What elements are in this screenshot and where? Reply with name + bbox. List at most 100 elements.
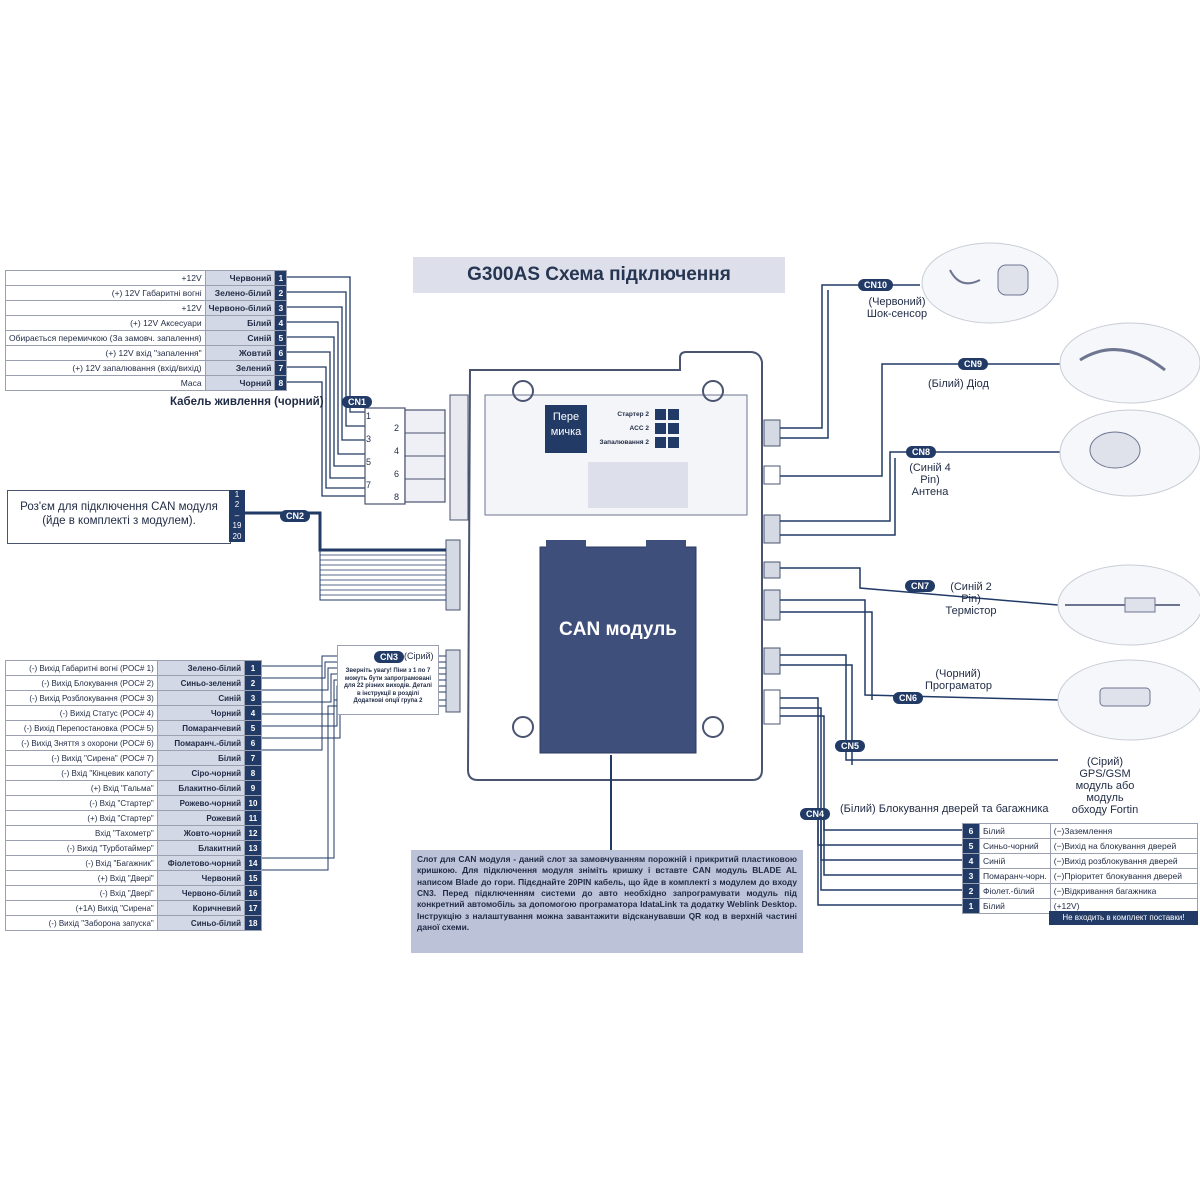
cn3-wire-color: Блакитний <box>156 840 246 856</box>
power-pin-number: 1 <box>274 270 288 286</box>
cn10-label: (Червоний)Шок-сенсор <box>866 296 928 320</box>
cn3-wire-function: (+) Вхід "Стартер" <box>5 810 158 826</box>
cn3-wire-color: Рожево-чорний <box>156 795 246 811</box>
power-wire-color: Зелений <box>204 360 276 376</box>
cn1-port <box>449 394 469 521</box>
power-pin-number: 2 <box>274 285 288 301</box>
cn4-wire-function: (−)Вихід розблокування дверей <box>1049 853 1199 869</box>
power-wire-color: Білий <box>204 315 276 331</box>
cn3-warning-box: CN3 (Сірий) Зверніть увагу! Піни з 1 по … <box>337 645 439 715</box>
cn6-port <box>763 589 781 621</box>
cn4-wire-function: (−)Пріоритет блокування дверей <box>1049 868 1199 884</box>
cn3-wire-function: (-) Вхід "Двері" <box>5 885 158 901</box>
cn4-wire-color: Фіолет.-білий <box>979 883 1051 899</box>
power-cable-caption: Кабель живлення (чорний) <box>170 396 324 408</box>
jumper-row-label: Стартер 2 <box>617 410 649 418</box>
can-module-slot <box>539 546 697 754</box>
cn3-pin-number: 1 <box>244 660 262 676</box>
cn4-pin-number: 2 <box>962 883 980 899</box>
power-cable-row: Обирається перемичкою (За замовч. запале… <box>5 330 288 346</box>
power-wire-function: (+) 12V Габаритні вогні <box>5 285 206 301</box>
cn4-badge: CN4 <box>800 808 831 820</box>
cn4-pin-number: 4 <box>962 853 980 869</box>
power-wire-color: Червоний <box>204 270 276 286</box>
power-pin-number: 3 <box>274 300 288 316</box>
cn1-pin-label: 5 <box>366 457 372 467</box>
cn3-pin-table: (-) Вихід Габаритні вогні (POC# 1)Зелено… <box>5 660 262 931</box>
cn4-footer: Не входить в комплект поставки! <box>1049 911 1198 925</box>
can-cable-box: Роз'єм для підключення CAN модуля (йде в… <box>7 490 231 544</box>
cn3-pin-number: 7 <box>244 750 262 766</box>
cn3-wire-color: Червоно-білий <box>156 885 246 901</box>
cn3-pin-number: 3 <box>244 690 262 706</box>
cn3-wire-color: Зелено-білий <box>156 660 246 676</box>
cn1-pin-label: 3 <box>366 434 372 444</box>
cn3-badge: CN3 <box>374 651 405 663</box>
jumper-row-label: Запалювання 2 <box>599 438 650 446</box>
jumper-row: ACC 2 <box>589 421 683 435</box>
cn3-wire-color: Фіолетово-чорний <box>156 855 246 871</box>
cn3-wire-color: Синьо-білий <box>156 915 246 931</box>
cn6-badge: CN6 <box>893 692 924 704</box>
cn3-wire-color: Червоний <box>156 870 246 886</box>
jumper-block: Пере мичка Стартер 2 ACC 2 Запалювання 2 <box>545 405 685 453</box>
power-wire-function: +12V <box>5 300 206 316</box>
jumper-pins <box>655 422 679 434</box>
main-unit-label-area <box>588 462 688 508</box>
cn3-wire-function: (+) Вхід "Гальма" <box>5 780 158 796</box>
cn4-wire-color: Білий <box>979 898 1051 914</box>
can-pin-label: – <box>234 510 240 520</box>
can-pin-label: 1 <box>234 490 240 499</box>
cn2-badge: CN2 <box>280 510 311 522</box>
cn3-wire-color: Блакитно-білий <box>156 780 246 796</box>
cn3-pin-number: 11 <box>244 810 262 826</box>
cn9-port <box>763 465 781 485</box>
cn3-row: (-) Вихід Габаритні вогні (POC# 1)Зелено… <box>5 660 262 676</box>
led-diode-image <box>1059 322 1200 404</box>
cn1-wires <box>283 276 365 497</box>
jumper-label: Пере мичка <box>545 405 587 453</box>
cn4-wire-color: Синій <box>979 853 1051 869</box>
cn3-wire-color: Сіро-чорний <box>156 765 246 781</box>
can-cable-text: Роз'єм для підключення CAN модуля (йде в… <box>20 501 218 527</box>
power-wire-color: Чорний <box>204 375 276 391</box>
cn9-badge: CN9 <box>958 358 989 370</box>
cn3-pin-number: 8 <box>244 765 262 781</box>
cn3-warning-text: Зверніть увагу! Піни з 1 по 7 можуть бут… <box>344 668 432 704</box>
jumper-pins <box>655 436 679 448</box>
cn1-pin-label: 8 <box>394 491 400 502</box>
cn3-wire-function: (-) Вихід Перепостановка (POC# 5) <box>5 720 158 736</box>
cn4-wire-color: Білий <box>979 823 1051 839</box>
cn8-badge: CN8 <box>906 446 937 458</box>
cn3-pin-number: 4 <box>244 705 262 721</box>
cn3-color: (Сірий) <box>404 651 434 661</box>
jumper-row: Стартер 2 <box>589 407 683 421</box>
cn3-pin-number: 10 <box>244 795 262 811</box>
cn4-pin-number: 5 <box>962 838 980 854</box>
cn3-wire-function: (-) Вхід "Кінцевик капоту" <box>5 765 158 781</box>
cn3-pin-number: 9 <box>244 780 262 796</box>
cn3-row: (-) Вихід Перепостановка (POC# 5)Помаран… <box>5 720 262 736</box>
cn3-wire-color: Коричневий <box>156 900 246 916</box>
cn5-port <box>763 647 781 675</box>
power-pin-number: 4 <box>274 315 288 331</box>
cn3-row: (-) Вихід Блокування (POC# 2)Синьо-зелен… <box>5 675 262 691</box>
cn3-wire-color: Помаранчевий <box>156 720 246 736</box>
cn7-port <box>763 561 781 579</box>
